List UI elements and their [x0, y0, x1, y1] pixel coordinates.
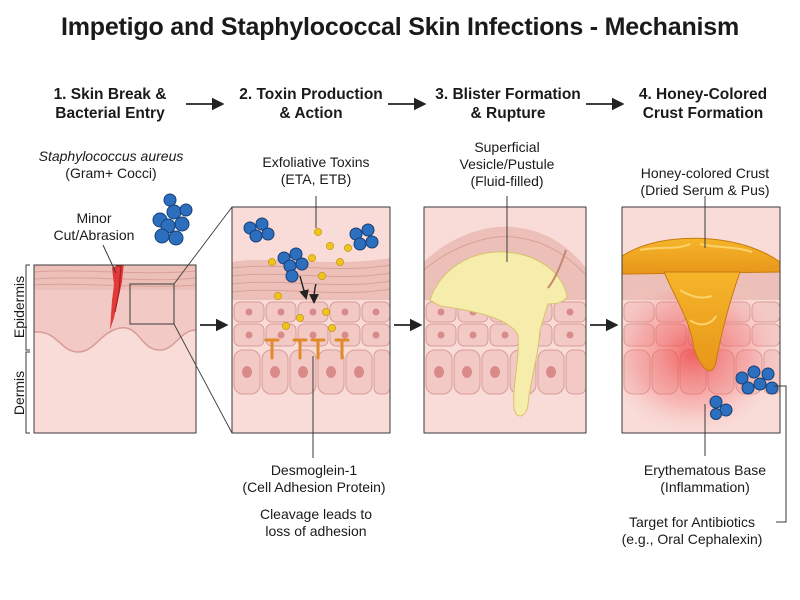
desmoglein-proteins [264, 338, 350, 360]
dermis-label: Dermis [11, 370, 27, 416]
bacteria-cluster-1 [152, 193, 193, 246]
toxins-label: Exfoliative Toxins (ETA, ETB) [232, 154, 400, 188]
cleavage-label-line-2: loss of adhesion [265, 523, 367, 539]
bacteria-type: (Gram+ Cocci) [65, 165, 157, 181]
erythema-label-line-2: (Inflammation) [660, 479, 750, 495]
desmoglein-label: Desmoglein-1 (Cell Adhesion Protein) [222, 462, 406, 496]
step-4-line-2: Crust Formation [642, 105, 764, 122]
epidermis-bracket [25, 264, 30, 351]
exfoliative-toxins [268, 228, 352, 332]
step-2-line-1: 2. Toxin Production [239, 86, 383, 103]
toxins-label-line-2: (ETA, ETB) [280, 171, 352, 187]
step-2-line-2: & Action [279, 105, 343, 122]
crust-label-line-2: (Dried Serum & Pus) [640, 182, 770, 198]
cut-label-line-2: Cut/Abrasion [53, 227, 135, 243]
cleavage-label: Cleavage leads to loss of adhesion [232, 506, 400, 540]
cleavage-label-line-1: Cleavage leads to [259, 506, 373, 522]
zoom-box [129, 283, 175, 325]
crust-plug [663, 271, 741, 372]
desmoglein-label-line-2: (Cell Adhesion Protein) [242, 479, 386, 495]
antibiotic-pointer [774, 385, 787, 523]
step-3-line-2: & Rupture [470, 105, 546, 122]
bacteria-name: Staphylococcus aureus [38, 148, 184, 164]
bacteria-clusters-panel4 [709, 365, 779, 420]
panel-blister [423, 196, 587, 434]
crust-label: Honey-colored Crust (Dried Serum & Pus) [618, 165, 792, 199]
cut-label-line-1: Minor [76, 210, 112, 226]
dermis-bracket [25, 351, 30, 434]
step-arrows [186, 97, 625, 332]
step-3-line-1: 3. Blister Formation [435, 86, 581, 103]
step-1-line-1: 1. Skin Break & [53, 86, 167, 103]
step-1-line-2: Bacterial Entry [55, 105, 165, 122]
blister-fluid [429, 251, 568, 417]
panel-skin-break [25, 193, 233, 434]
epidermis-label: Epidermis [11, 275, 27, 339]
vesicle-label-line-1: Superficial [474, 139, 540, 155]
antibiotic-label-line-1: Target for Antibiotics [628, 514, 756, 530]
toxins-label-line-1: Exfoliative Toxins [262, 154, 370, 170]
step-2-heading: 2. Toxin Production & Action [222, 85, 400, 123]
antibiotic-label-line-2: (e.g., Oral Cephalexin) [621, 531, 763, 547]
erythema-label: Erythematous Base (Inflammation) [618, 462, 792, 496]
bacteria-label: Staphylococcus aureus (Gram+ Cocci) [26, 148, 196, 182]
panel-toxin-action [231, 196, 391, 458]
desmoglein-label-line-1: Desmoglein-1 [270, 462, 358, 478]
step-4-line-1: 4. Honey-Colored [638, 86, 768, 103]
step-4-heading: 4. Honey-Colored Crust Formation [618, 85, 788, 123]
step-3-heading: 3. Blister Formation & Rupture [418, 85, 598, 123]
cut-label: Minor Cut/Abrasion [44, 210, 144, 244]
vesicle-label-line-2: Vesicle/Pustule [459, 156, 555, 172]
vesicle-label: Superficial Vesicle/Pustule (Fluid-fille… [424, 139, 590, 190]
panel-crust [621, 196, 787, 523]
bacteria-clusters-panel2 [243, 217, 379, 283]
cut-pointer [102, 244, 117, 274]
vesicle-label-line-3: (Fluid-filled) [470, 173, 544, 189]
antibiotic-label: Target for Antibiotics (e.g., Oral Cepha… [602, 514, 782, 548]
crust-label-line-1: Honey-colored Crust [640, 165, 770, 181]
step-1-heading: 1. Skin Break & Bacterial Entry [26, 85, 194, 123]
page-title: Impetigo and Staphylococcal Skin Infecti… [60, 13, 740, 41]
erythema-label-line-1: Erythematous Base [643, 462, 767, 478]
